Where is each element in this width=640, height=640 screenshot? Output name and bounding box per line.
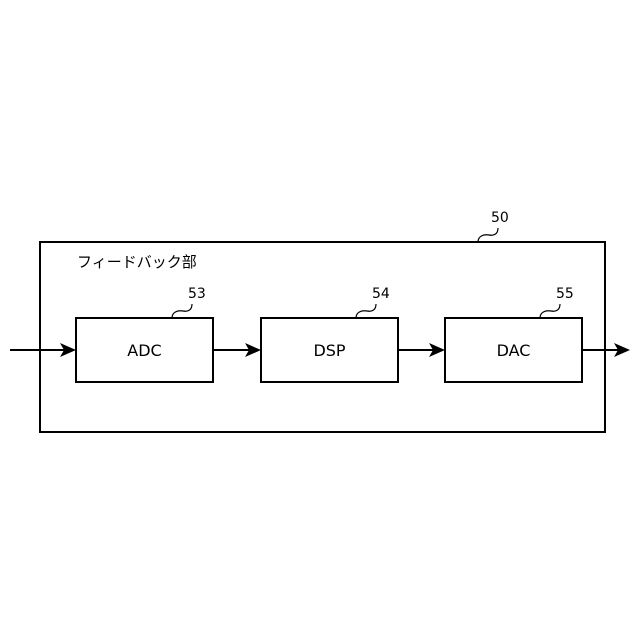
dsp-block-label: DSP bbox=[313, 341, 345, 360]
dsp-ref-number: 54 bbox=[372, 286, 390, 302]
dac-block-label: DAC bbox=[497, 341, 531, 360]
adc-block-label: ADC bbox=[127, 341, 161, 360]
feedback-unit-ref-number: 50 bbox=[491, 210, 509, 226]
feedback-unit-ref-leader bbox=[478, 228, 498, 242]
dac-ref-number: 55 bbox=[556, 286, 574, 302]
adc-ref-number: 53 bbox=[188, 286, 206, 302]
feedback-unit-title: フィードバック部 bbox=[77, 253, 197, 271]
